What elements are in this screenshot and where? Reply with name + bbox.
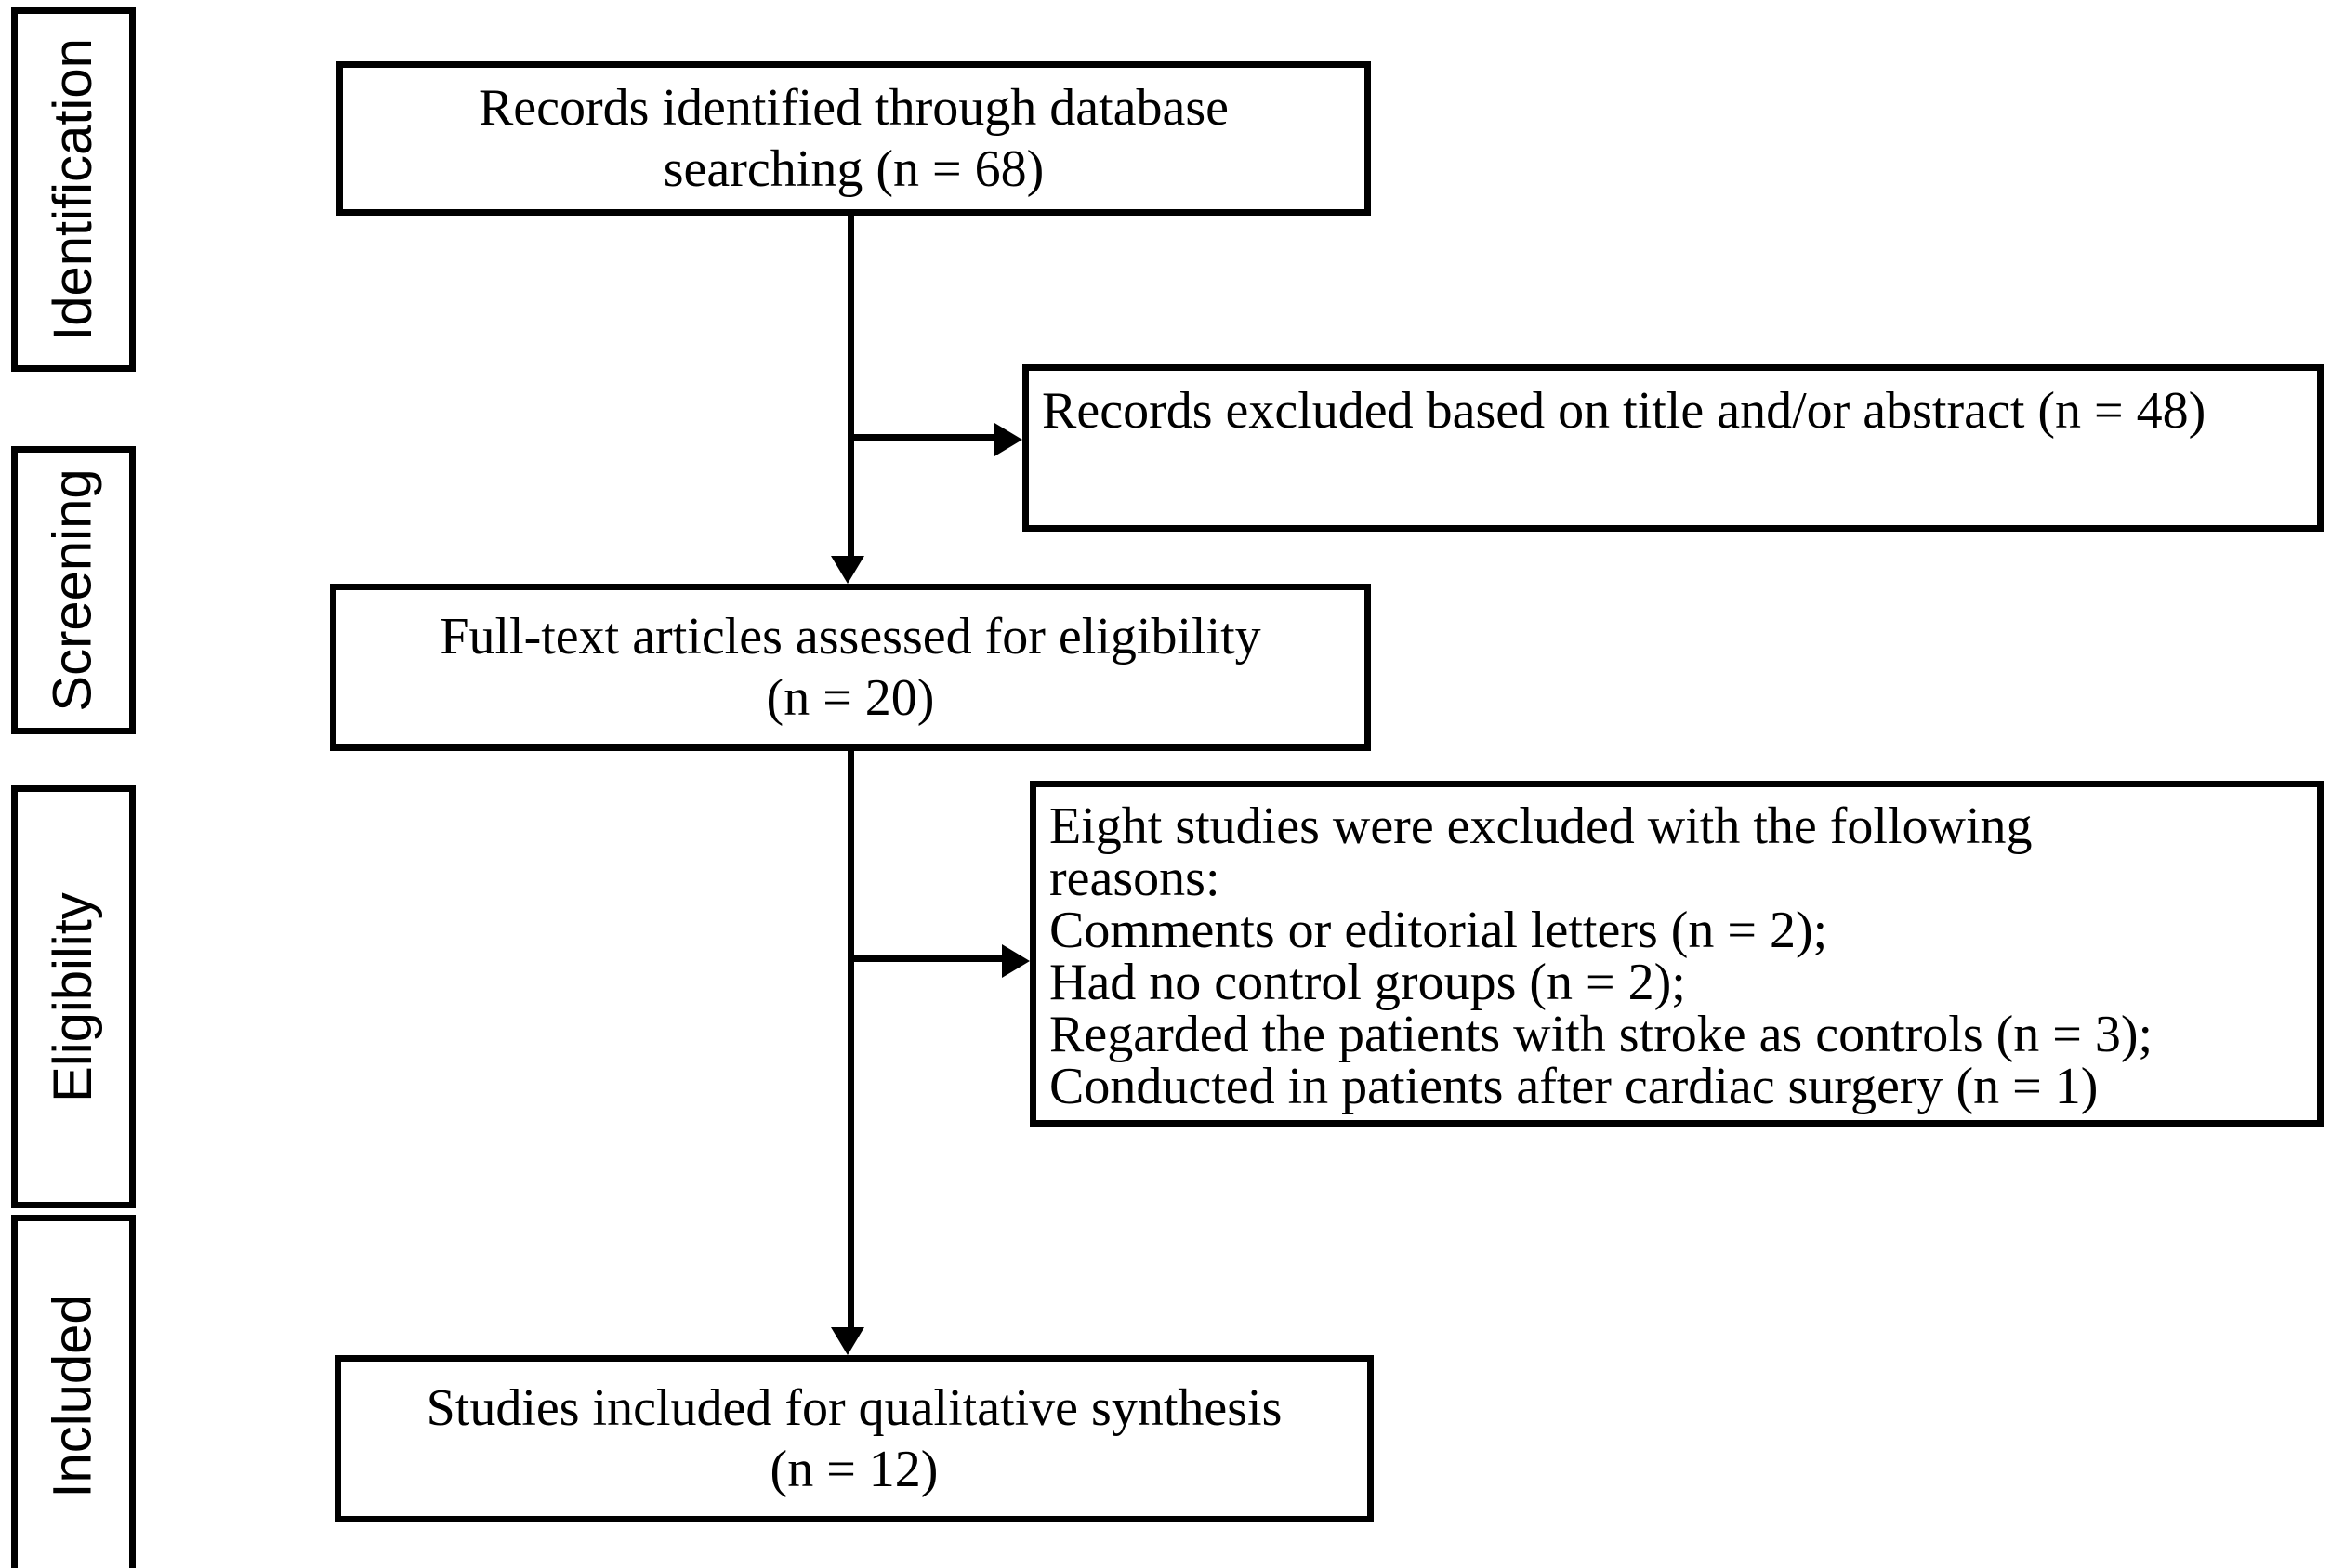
connector-to-studies-excluded-line (850, 955, 1002, 962)
connector-identified-to-fulltext-line (848, 216, 854, 558)
stage-label-screening: Screening (43, 468, 104, 712)
box-studies-included: Studies included for qualitative synthes… (335, 1355, 1374, 1522)
box-records-identified-line2: searching (n = 68) (663, 140, 1045, 198)
stage-label-eligibility: Eligibility (43, 891, 104, 1102)
box-studies-excluded-line3: Comments or editorial letters (n = 2); (1049, 902, 1828, 959)
box-studies-excluded-line1: Eight studies were excluded with the fol… (1049, 797, 2033, 855)
box-fulltext-assessed-text: Full-text articles assessed for eligibil… (427, 606, 1273, 729)
box-records-excluded-text: Records excluded based on title and/or a… (1042, 382, 2206, 440)
box-studies-included-line1: Studies included for qualitative synthes… (426, 1378, 1283, 1437)
box-fulltext-assessed: Full-text articles assessed for eligibil… (330, 584, 1371, 751)
connector-to-studies-excluded-arrowhead (1002, 944, 1030, 978)
box-fulltext-assessed-line2: (n = 20) (766, 669, 935, 727)
box-records-identified-line1: Records identified through database (478, 78, 1230, 137)
box-studies-excluded-line4: Had no control groups (n = 2); (1049, 954, 1686, 1011)
box-studies-excluded-line2: reasons: (1049, 850, 1220, 907)
box-records-identified-text: Records identified through database sear… (466, 77, 1242, 200)
box-fulltext-assessed-line1: Full-text articles assessed for eligibil… (440, 607, 1261, 665)
stage-box-eligibility: Eligibility (11, 785, 136, 1208)
box-records-identified: Records identified through database sear… (336, 61, 1371, 216)
connector-to-records-excluded-arrowhead (994, 423, 1022, 456)
stage-box-identification: Identification (11, 7, 136, 372)
connector-fulltext-to-included-line (848, 751, 854, 1329)
stage-box-screening: Screening (11, 446, 136, 734)
box-studies-included-line2: (n = 12) (770, 1441, 939, 1498)
box-records-excluded: Records excluded based on title and/or a… (1022, 364, 2324, 532)
box-studies-excluded-text: Eight studies were excluded with the fol… (1036, 787, 2166, 1113)
connector-to-records-excluded-line (850, 434, 994, 441)
box-studies-excluded-line6: Conducted in patients after cardiac surg… (1049, 1058, 2099, 1115)
box-studies-excluded-line5: Regarded the patients with stroke as con… (1049, 1006, 2153, 1063)
box-studies-included-text: Studies included for qualitative synthes… (414, 1377, 1296, 1500)
connector-identified-to-fulltext-arrowhead (831, 556, 864, 584)
stage-label-identification: Identification (43, 38, 103, 341)
stage-box-included: Included (11, 1215, 136, 1568)
connector-fulltext-to-included-arrowhead (831, 1327, 864, 1355)
stage-label-included: Included (43, 1294, 104, 1498)
box-studies-excluded: Eight studies were excluded with the fol… (1030, 781, 2324, 1127)
